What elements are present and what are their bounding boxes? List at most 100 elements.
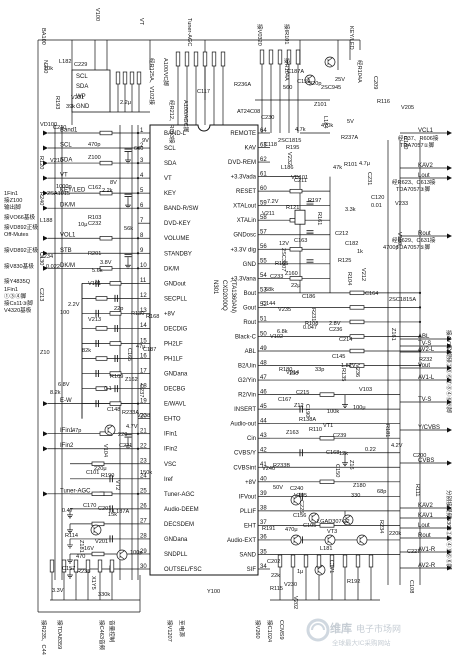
- resistor: [259, 49, 265, 65]
- component-ref: V238: [137, 413, 150, 419]
- resistor: [95, 356, 108, 361]
- component-value: 4700p: [383, 245, 399, 251]
- component-ref: C239: [333, 433, 346, 439]
- pin-number: 57: [260, 230, 267, 236]
- pin-name: Bout: [244, 291, 257, 297]
- signal-label: VOL1: [60, 233, 76, 239]
- component-value: 68p: [377, 489, 386, 495]
- pin-number: 34: [260, 564, 267, 570]
- pin-name: DECBG: [164, 387, 186, 393]
- component-ref: Z10: [40, 350, 50, 356]
- resistor: [289, 247, 303, 252]
- component-ref: V205: [401, 105, 414, 111]
- resistor: [95, 386, 108, 391]
- resistor: [303, 554, 309, 568]
- top-label: KEY/LED: [348, 26, 354, 50]
- component-value: 3.3k: [345, 207, 356, 213]
- component-ref: C213: [38, 288, 44, 301]
- transistor-body: [107, 425, 113, 435]
- arrow-marker: [43, 190, 48, 196]
- pin-name: RESET: [236, 189, 256, 195]
- resistor: [349, 334, 365, 339]
- component-ref: V102: [270, 334, 283, 340]
- transistor-body: [293, 535, 299, 545]
- component-ref: R110: [309, 427, 322, 433]
- component-ref: C230: [261, 115, 274, 121]
- resistor: [349, 348, 365, 354]
- ic-n301: 1BAND-L2SCL3SDA4VT5KEY6BAND-R/SW7DVD-KEY…: [140, 124, 267, 576]
- component-ref: C240: [290, 486, 303, 492]
- ground-symbol: [67, 514, 73, 519]
- pin-name: R2/Vin: [238, 393, 256, 399]
- resistor: [295, 49, 301, 65]
- signal-label: SDA: [60, 158, 72, 164]
- component-value: 15k: [108, 512, 117, 518]
- arrow-marker: [447, 175, 452, 181]
- component-value: 100μ: [353, 405, 366, 411]
- crystal-z180: [294, 209, 306, 225]
- ground-symbol: [67, 544, 73, 549]
- pin-number: 4: [140, 173, 144, 179]
- bottom-note: 至电源: [178, 620, 186, 637]
- label-layer: Band1SCLSDAVTKEY/LEDDK/MVOL1STBDK/ME-WIF…: [4, 8, 453, 655]
- component-value: 22p: [114, 306, 123, 312]
- signal-label: Y/CVBS: [418, 425, 440, 431]
- pin-name: DVD-REM: [228, 160, 256, 166]
- component-value: 100: [60, 310, 69, 316]
- top-label: BA100: [40, 28, 46, 45]
- watermark-logo: [306, 618, 330, 642]
- resistor: [220, 51, 226, 67]
- component-value: 2.2k: [102, 188, 113, 194]
- transistor-body: [293, 495, 299, 505]
- component-ref: C105: [303, 523, 316, 529]
- component-value: 10μ: [78, 222, 87, 228]
- resistor: [61, 559, 67, 573]
- component-ref: C225: [298, 500, 304, 513]
- component-ref: L181: [320, 546, 332, 552]
- arrow-marker: [447, 505, 452, 511]
- capacitor: [306, 201, 314, 205]
- component-value: 220: [118, 432, 127, 438]
- component-ref: C118: [264, 142, 277, 148]
- pin-name: GNDana: [164, 537, 188, 543]
- component-value: 5.6k: [92, 268, 103, 274]
- capacitor: [109, 475, 113, 483]
- watermark-site: 电子市场网: [356, 623, 401, 634]
- arrow-marker: [447, 515, 452, 521]
- pin-name: VSC: [164, 462, 177, 468]
- signal-label: Rout: [418, 231, 431, 237]
- component-value: 2.2μ: [120, 100, 131, 106]
- junction: [136, 146, 140, 150]
- component-ref: Z101: [314, 102, 327, 108]
- resistor: [109, 371, 122, 376]
- component-ref: Z100: [88, 155, 101, 161]
- pin-name: EHT: [244, 523, 256, 529]
- capacitor: [95, 309, 99, 317]
- chip-outline: [149, 124, 259, 576]
- component-value: 150: [289, 371, 298, 377]
- transistor-body: [311, 513, 317, 523]
- resistor: [109, 311, 122, 316]
- eeprom-n200: [71, 69, 111, 113]
- component-ref: LGAD307-22: [317, 519, 350, 525]
- component-ref: C108: [408, 580, 414, 593]
- pin-number: 59: [260, 200, 267, 206]
- component-value: 1μ: [297, 569, 303, 575]
- resistor: [91, 461, 105, 466]
- resistor: [184, 51, 190, 67]
- arrow-marker: [447, 535, 452, 541]
- component-ref: R240: [38, 192, 44, 205]
- pin-number: 11: [140, 278, 147, 284]
- component-ref: R130: [131, 311, 144, 317]
- bottom-note: 接R235、C446: [40, 620, 48, 655]
- transistor-body: [307, 75, 313, 85]
- component-value: 47μ: [136, 344, 145, 350]
- signal-label: KAV2: [418, 503, 434, 509]
- component-ref: C157: [62, 566, 75, 572]
- capacitor: [124, 434, 132, 438]
- transistor-body: [93, 525, 99, 535]
- component-ref: VT3: [327, 529, 337, 535]
- resistor: [109, 281, 122, 286]
- component-value: 22k: [271, 573, 280, 579]
